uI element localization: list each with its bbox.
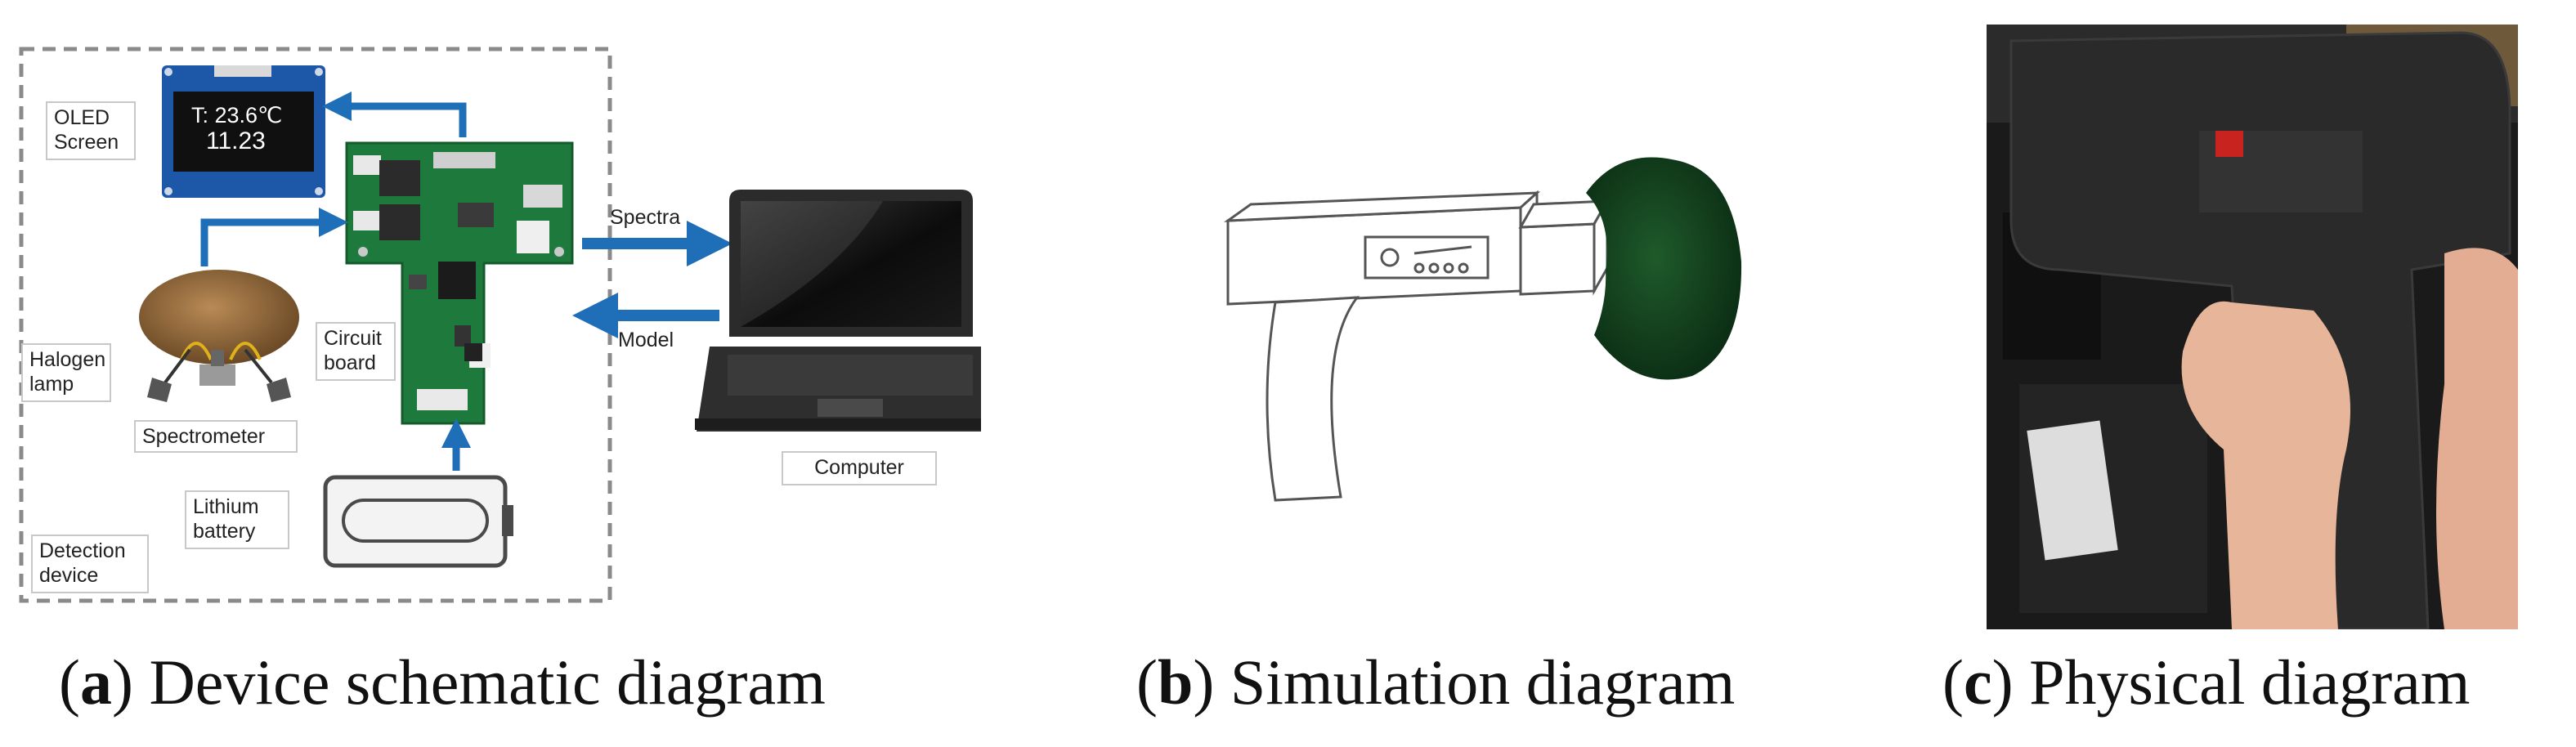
panel-a-device-schematic: T: 23.6℃ 11.23 OLED Screen Halogen lamp …: [0, 0, 981, 621]
lithium-battery-label: Lithium battery: [185, 490, 289, 549]
oled-screen-module: [162, 65, 325, 198]
oled-display-line2: 11.23: [206, 127, 266, 154]
sample-potato: [139, 270, 299, 365]
arrow-board-to-oled: [322, 92, 467, 137]
caption-a: (a) Device schematic diagram: [59, 646, 826, 718]
computer-laptop: [695, 190, 981, 432]
schematic-graphics: [19, 47, 981, 603]
caption-b-text: Simulation diagram: [1230, 646, 1736, 718]
panel-b-simulation: [1210, 123, 1766, 531]
spectrometer-probe: [199, 350, 235, 386]
circuit-board: [345, 141, 574, 425]
photo-graphics: [1987, 25, 2518, 629]
arrow-sample-to-board: [200, 208, 348, 266]
halogen-lamp: [147, 342, 291, 402]
model-label: Model: [618, 329, 674, 351]
hand-photo: [2181, 301, 2350, 629]
oled-display-line1: T: 23.6℃: [191, 103, 283, 127]
lithium-battery: [323, 475, 513, 568]
oled-screen-label: OLED Screen: [46, 101, 136, 160]
panel-c-physical-photo: [1987, 25, 2518, 629]
spectra-label: Spectra: [610, 206, 681, 229]
detection-device-label: Detection device: [31, 535, 149, 593]
caption-a-text: Device schematic diagram: [149, 646, 826, 718]
sample-leafy: [1586, 157, 1742, 380]
caption-b-letter: b: [1157, 646, 1194, 718]
caption-c-text: Physical diagram: [2029, 646, 2471, 718]
device-body-model: [1224, 190, 1610, 502]
halogen-lamp-label: Halogen lamp: [21, 343, 111, 402]
caption-a-letter: a: [79, 646, 112, 718]
computer-label: Computer: [782, 451, 937, 485]
circuit-board-label: Circuit board: [316, 322, 396, 381]
caption-c: (c) Physical diagram: [1942, 646, 2471, 718]
spectrometer-label: Spectrometer: [134, 420, 298, 453]
detection-device-boundary: [19, 47, 612, 603]
caption-c-letter: c: [1963, 646, 1992, 718]
simulation-graphics: [1224, 157, 1742, 502]
caption-b: (b) Simulation diagram: [1136, 646, 1736, 718]
